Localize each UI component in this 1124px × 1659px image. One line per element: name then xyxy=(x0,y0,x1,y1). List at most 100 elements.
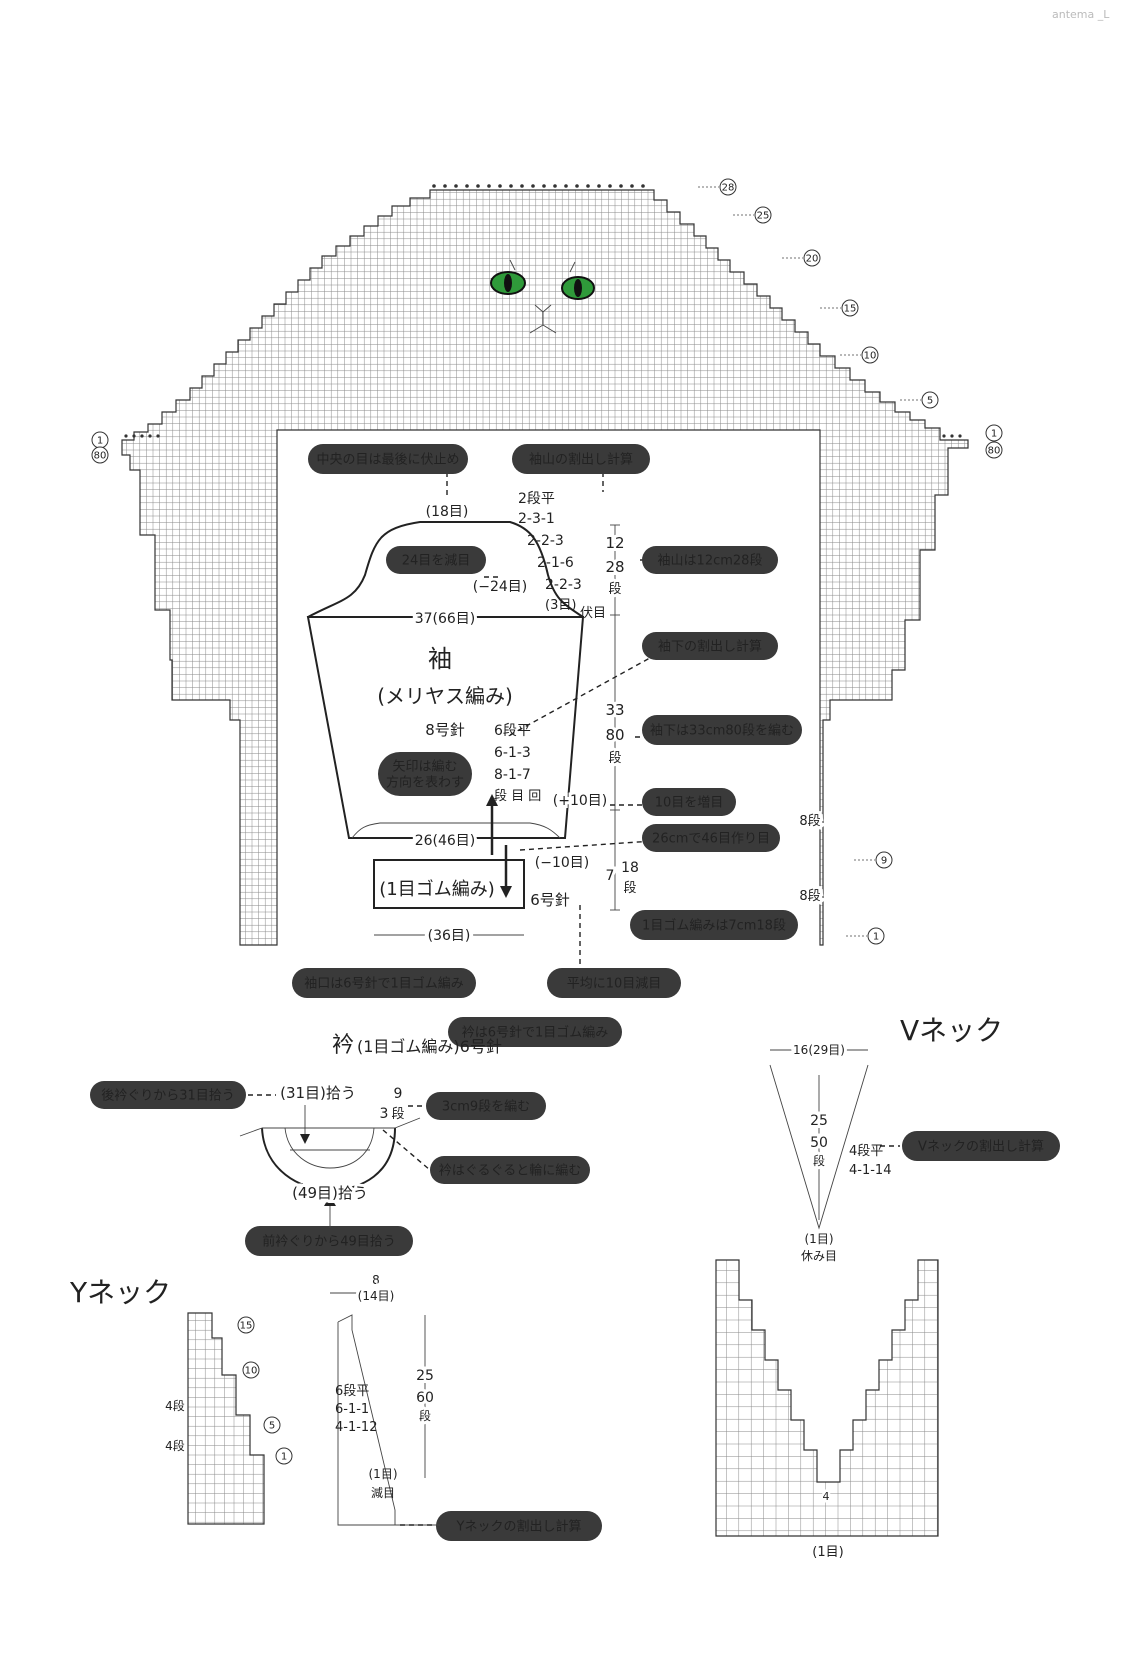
vneck-height: 50 xyxy=(810,1135,828,1151)
cap-rows-header: 2段平 xyxy=(518,491,555,507)
yneck-height: 60 xyxy=(416,1390,434,1406)
callout-front-pick: 前衿ぐりから49目拾う xyxy=(245,1226,413,1256)
vneck-section: Vネック 16(29目) 25 50 段 4段平 4-1-14 (1目) 休み目… xyxy=(715,1014,1003,1560)
svg-text:衿は6号針で1目ゴム編み: 衿は6号針で1目ゴム編み xyxy=(462,1025,609,1041)
bindoff-dot xyxy=(608,184,612,188)
callout-decrease24: 24目を減目 xyxy=(386,546,486,574)
vneck-chart-bottom: (1目) xyxy=(812,1545,843,1560)
callout-collar-title: 衿は6号針で1目ゴム編み xyxy=(448,1017,622,1047)
svg-text:28: 28 xyxy=(722,183,735,194)
svg-text:15: 15 xyxy=(240,1321,253,1332)
bindoff-dot xyxy=(498,184,502,188)
bindoff-dot xyxy=(630,184,634,188)
row-marker: 80 xyxy=(985,441,1003,459)
row-mark: 8段 xyxy=(799,814,820,829)
bindoff-dot xyxy=(509,184,513,188)
callout-underarm-calc: 袖下の割出し計算 xyxy=(642,632,778,660)
row-marker: 28 xyxy=(698,178,737,196)
bindoff-dot xyxy=(575,184,579,188)
row-marker: 15 xyxy=(820,299,859,317)
sleeve-decrease-inner: (−24目) xyxy=(473,579,527,595)
increase-label: (+10目) xyxy=(553,793,607,809)
body-row: 段 目 回 xyxy=(494,789,541,804)
svg-text:袖口は6号針で1目ゴム編み: 袖口は6号針で1目ゴム編み xyxy=(304,976,464,992)
callout-rib-rows: 1目ゴム編みは7cm18段 xyxy=(630,910,798,940)
cap-row: 2-3-1 xyxy=(518,511,555,527)
sleeve-title: 袖 xyxy=(428,645,452,673)
bindoff-dot xyxy=(597,184,601,188)
cat-face-motif xyxy=(490,259,595,334)
svg-text:中央の目は最後に伏止め: 中央の目は最後に伏止め xyxy=(316,453,459,468)
svg-text:9: 9 xyxy=(881,856,887,867)
svg-text:25: 25 xyxy=(757,211,770,222)
sleeve-width-bottom: 26(46目) xyxy=(415,833,476,849)
svg-text:1: 1 xyxy=(281,1452,287,1463)
yneck-row: 6-1-1 xyxy=(335,1402,369,1417)
svg-text:5: 5 xyxy=(927,396,933,407)
row-marker: 1 xyxy=(846,927,885,945)
row-marker: 1 xyxy=(91,431,109,449)
cuff-needle: 6号針 xyxy=(530,891,570,909)
cap-height: 28 xyxy=(605,558,624,576)
yneck-width: 8 xyxy=(372,1273,380,1287)
bindoff-dot xyxy=(487,184,491,188)
collar-title-rest: (1目ゴム編み)6号針 xyxy=(357,1037,502,1056)
callout-back-pick: 後衿ぐりから31目拾う xyxy=(90,1081,246,1109)
svg-text:Yネックの割出し計算: Yネックの割出し計算 xyxy=(456,1519,582,1535)
bindoff-dot xyxy=(641,184,645,188)
yneck-row: 4-1-12 xyxy=(335,1420,377,1435)
vneck-width: 16(29目) xyxy=(793,1043,845,1057)
cap-height: 12 xyxy=(605,534,624,552)
svg-text:10目を増目: 10目を増目 xyxy=(655,796,724,811)
bindoff-dot xyxy=(156,434,160,438)
svg-text:80: 80 xyxy=(988,446,1001,457)
vneck-bottom: (1目) xyxy=(805,1232,834,1246)
yneck-width: (14目) xyxy=(358,1289,395,1303)
row-marker: 1 xyxy=(275,1447,293,1465)
bindoff-dot xyxy=(553,184,557,188)
svg-text:袖山は12cm28段: 袖山は12cm28段 xyxy=(658,554,763,569)
sleeve-width-top: 37(66目) xyxy=(415,611,476,627)
bindoff-dot xyxy=(958,434,962,438)
cuff-stitches: (36目) xyxy=(428,928,471,944)
bindoff-dot xyxy=(942,434,946,438)
bindoff-dot xyxy=(564,184,568,188)
svg-text:矢印は編む: 矢印は編む xyxy=(392,759,457,775)
callout-cast-on: 26cmで46目作り目 xyxy=(642,824,780,852)
bindoff-dot xyxy=(465,184,469,188)
row-marker: 5 xyxy=(900,391,939,409)
collar-height: 9 xyxy=(394,1086,403,1102)
svg-text:袖下は33cm80段を編む: 袖下は33cm80段を編む xyxy=(650,723,794,739)
yneck-row-mark: 4段 xyxy=(165,1438,185,1453)
svg-text:袖山の割出し計算: 袖山の割出し計算 xyxy=(529,452,633,468)
row-marker: 80 xyxy=(91,446,109,464)
watermark: antema _L xyxy=(1052,8,1110,21)
body-row: 6-1-3 xyxy=(494,745,531,761)
cuff-height: 18 xyxy=(621,860,639,876)
cap-row: 2-1-6 xyxy=(537,555,574,571)
svg-text:80: 80 xyxy=(94,451,107,462)
vneck-height: 段 xyxy=(813,1153,825,1168)
yneck-height: 段 xyxy=(419,1408,431,1423)
cuff-height: 段 xyxy=(623,881,636,896)
vneck-title: Vネック xyxy=(900,1014,1003,1047)
sleeve-schematic: 袖 (メリヤス編み) 8号針 (18目) (−24目) 37(66目) 26(4… xyxy=(306,491,824,948)
row-marker: 9 xyxy=(854,851,893,869)
body-row: 6段平 xyxy=(494,723,531,739)
svg-text:前衿ぐりから49目拾う: 前衿ぐりから49目拾う xyxy=(262,1234,396,1250)
callout-even-decrease: 平均に10目減目 xyxy=(547,968,681,998)
yneck-row-mark: 4段 xyxy=(165,1398,185,1413)
decrease-label: (−10目) xyxy=(535,855,589,871)
bindoff-dot xyxy=(476,184,480,188)
row-marker: 10 xyxy=(840,346,879,364)
bindoff-dot xyxy=(432,184,436,188)
vneck-row: 4段平 xyxy=(849,1144,883,1159)
callout-cap-calc: 袖山の割出し計算 xyxy=(512,444,650,474)
row-marker: 20 xyxy=(782,249,821,267)
svg-text:1: 1 xyxy=(873,932,879,943)
collar-height: 段 xyxy=(391,1107,404,1122)
collar-height: 3 xyxy=(380,1106,389,1122)
